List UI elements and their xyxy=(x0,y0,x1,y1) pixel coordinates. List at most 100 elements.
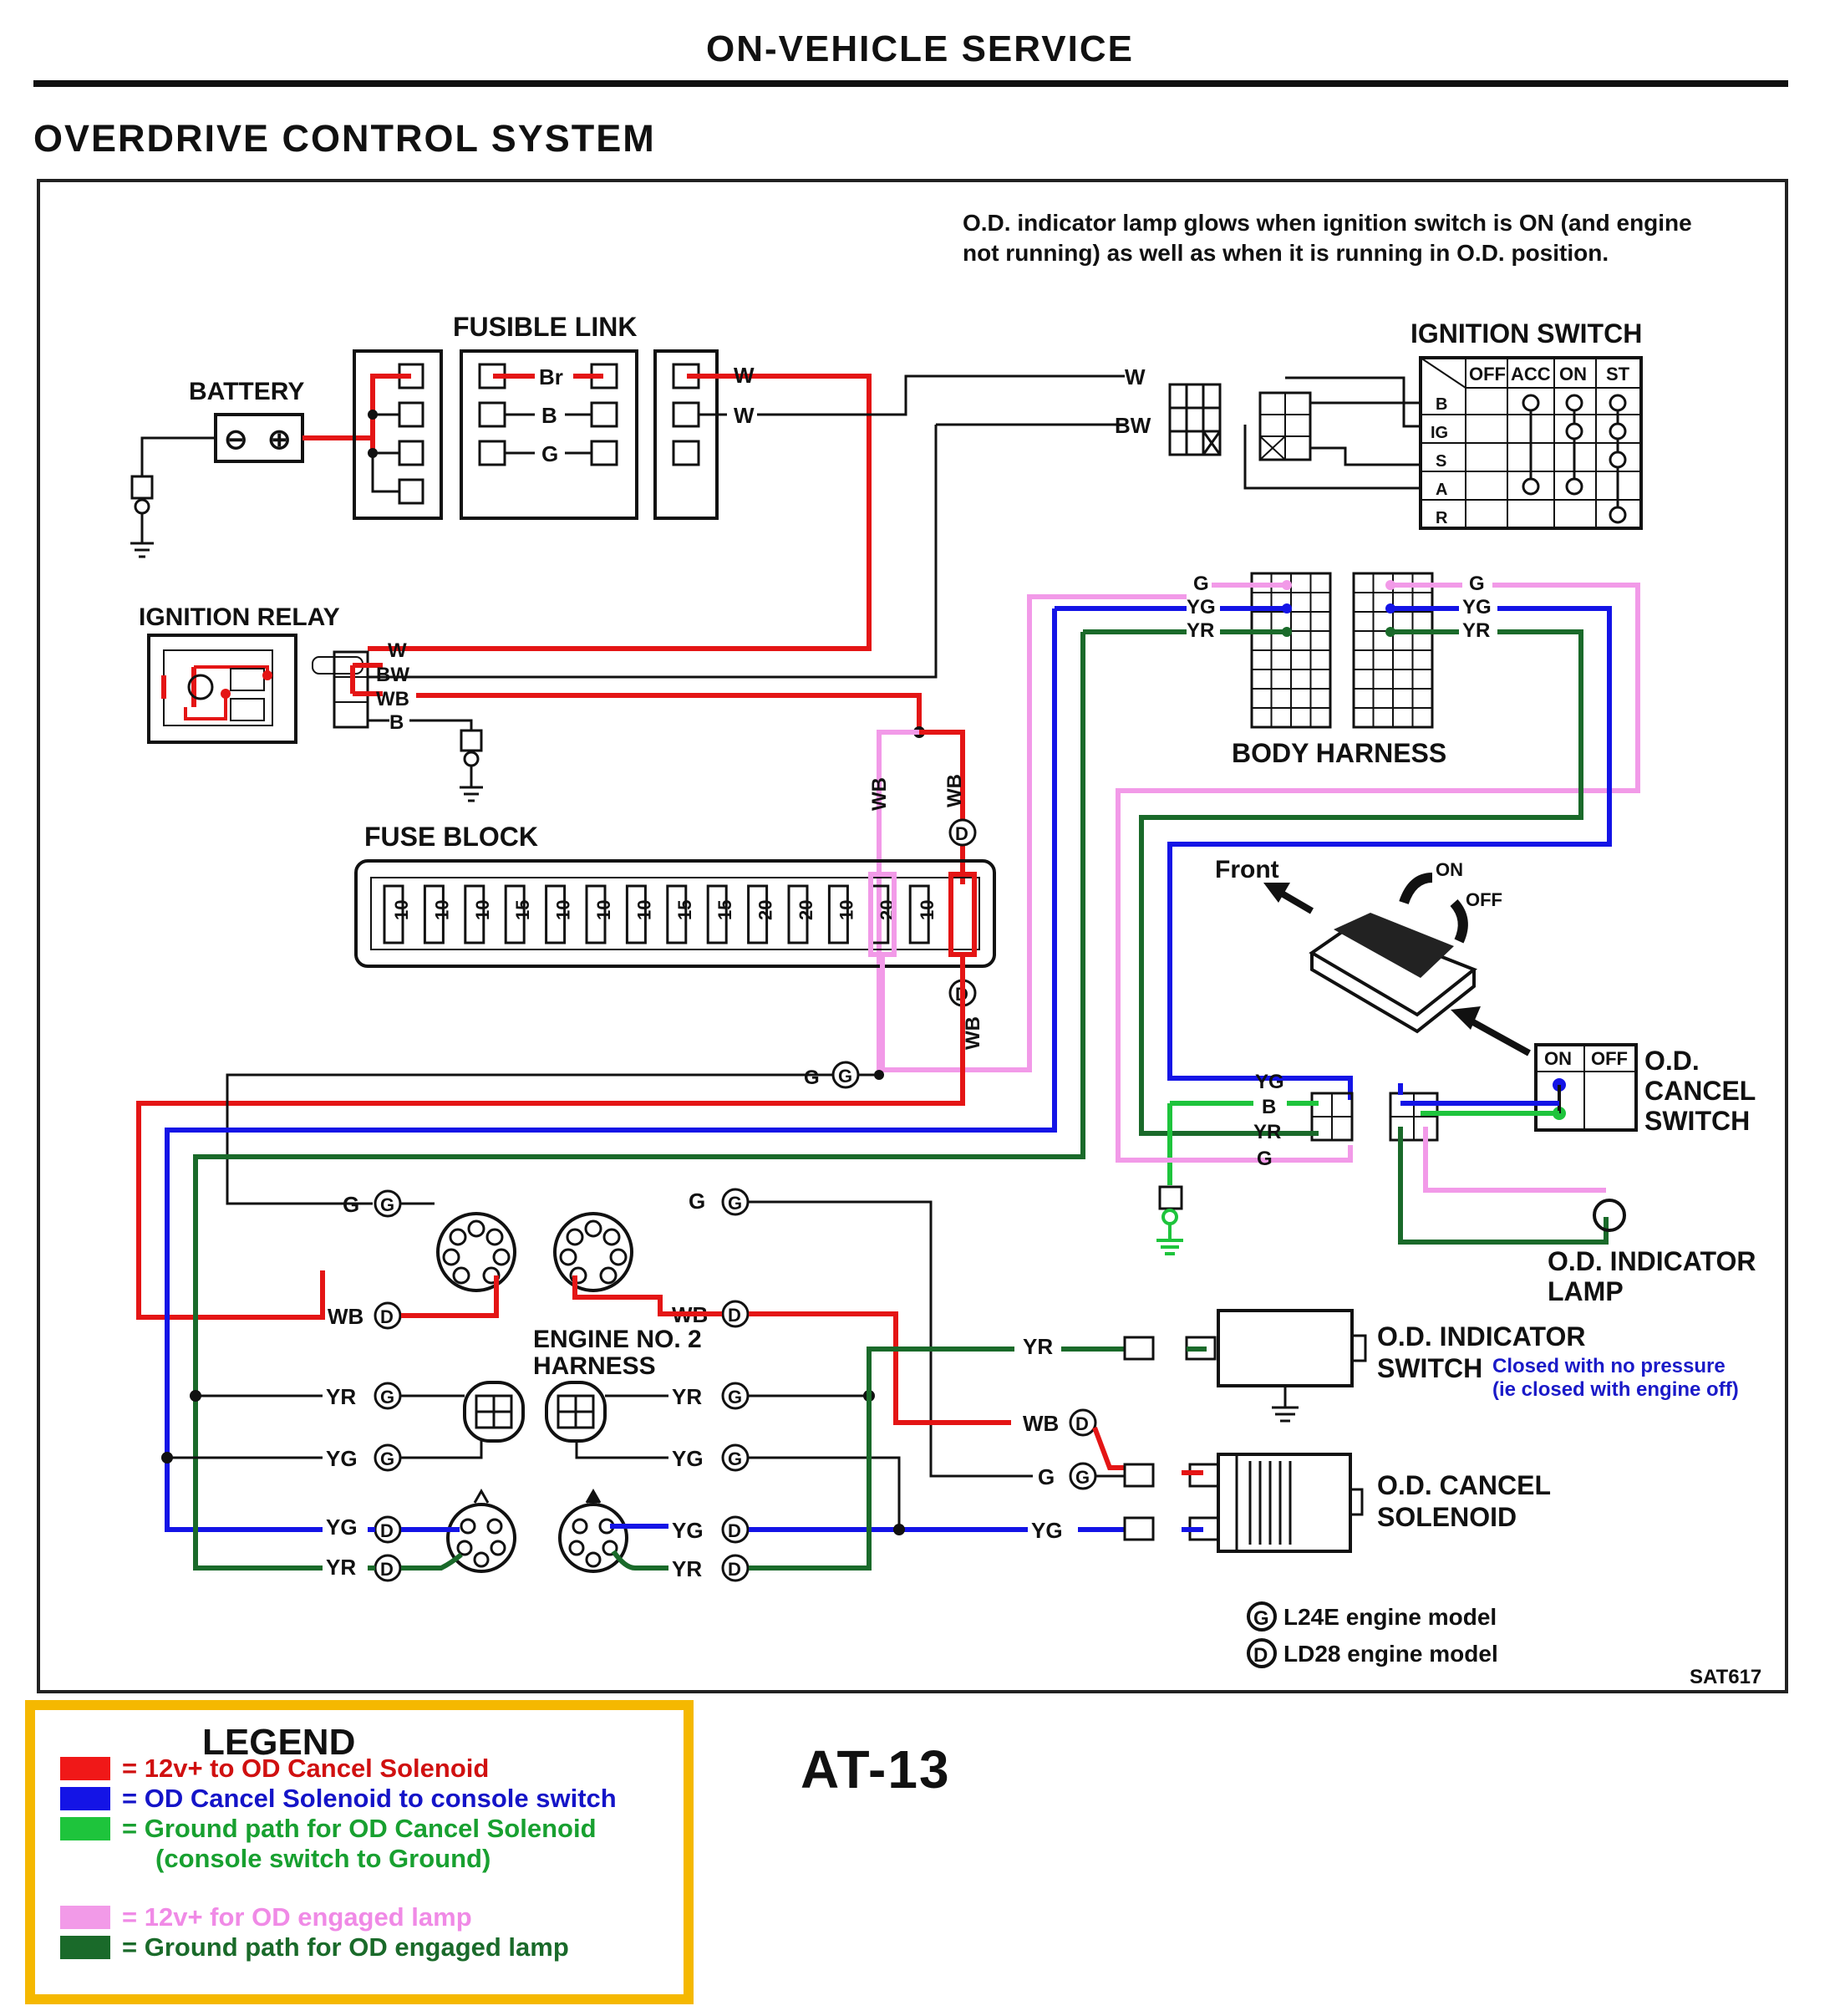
marker-d-5: D xyxy=(380,1559,394,1580)
legend-item: = Ground path for OD engaged lamp xyxy=(60,1932,569,1963)
od-indicator-lamp-label-2: LAMP xyxy=(1548,1276,1624,1306)
fuse-rating: 20 xyxy=(755,900,776,920)
relay-wb: WB xyxy=(376,688,409,710)
od-indicator-lamp-label-1: O.D. INDICATOR xyxy=(1548,1246,1756,1276)
fl-label-b: B xyxy=(541,403,557,428)
legend-text: = 12v+ for OD engaged lamp xyxy=(122,1902,472,1932)
ign-col-st: ST xyxy=(1606,364,1630,384)
note-line-2: not running) as well as when it is runni… xyxy=(963,240,1609,266)
od-cancel-switch-label-3: SWITCH xyxy=(1644,1106,1750,1136)
legend-text: = OD Cancel Solenoid to console switch xyxy=(122,1784,617,1813)
od-cancel-solenoid-body xyxy=(1217,1453,1352,1553)
battery-minus: ⊖ xyxy=(224,424,248,456)
legend-text: = Ground path for OD Cancel Solenoid xyxy=(122,1814,597,1843)
con-yg: YG xyxy=(1255,1071,1284,1093)
legend-swatch xyxy=(60,1787,110,1810)
od-switch-illustration xyxy=(1309,913,1477,1034)
on-label: ON xyxy=(1436,859,1463,880)
bh-yr-left: YR xyxy=(1187,619,1214,642)
od-indicator-switch-label-1: O.D. INDICATOR xyxy=(1377,1321,1585,1352)
legend-swatch xyxy=(60,1847,110,1871)
fuse xyxy=(625,884,647,944)
legend-box: LEGEND = 12v+ to OD Cancel Solenoid= OD … xyxy=(25,1700,694,2004)
bh-yr-right: YR xyxy=(1462,619,1490,642)
legend-item: (console switch to Ground) xyxy=(60,1844,490,1874)
lc-yg-d: YG xyxy=(326,1515,358,1540)
legend-item: = OD Cancel Solenoid to console switch xyxy=(60,1784,617,1814)
bh-yg-left: YG xyxy=(1187,596,1216,619)
lc-yr: YR xyxy=(326,1384,356,1409)
off-label: OFF xyxy=(1466,889,1502,910)
lc-yg: YG xyxy=(326,1446,358,1471)
wb-vert-2: WB xyxy=(943,774,966,807)
fuse-rating: 15 xyxy=(674,900,695,920)
fuse-block-label: FUSE BLOCK xyxy=(364,822,538,852)
fuse-rating: 10 xyxy=(633,900,654,920)
fuse-rating: 10 xyxy=(836,900,856,920)
fuse-rating: 10 xyxy=(593,900,614,920)
battery-label: BATTERY xyxy=(189,378,304,405)
header-rule xyxy=(33,80,1788,87)
od-cancel-solenoid-label-1: O.D. CANCEL xyxy=(1377,1470,1551,1500)
relay-b: B xyxy=(389,711,404,734)
key-d-text: LD28 engine model xyxy=(1283,1641,1498,1667)
fuse xyxy=(747,884,769,944)
ign-row-s: S xyxy=(1436,452,1446,471)
legend-item: = 12v+ to OD Cancel Solenoid xyxy=(60,1754,489,1784)
legend-text: = 12v+ to OD Cancel Solenoid xyxy=(122,1754,490,1783)
marker-g-2: G xyxy=(380,1194,394,1215)
engine-connector-left-top xyxy=(436,1212,516,1292)
ground-icon xyxy=(134,498,150,515)
od-cancel-switch-box xyxy=(1534,1043,1638,1132)
ignition-connector xyxy=(1168,383,1222,456)
ign-col-on: ON xyxy=(1559,364,1587,384)
ignition-relay-box xyxy=(147,634,297,744)
fusible-link-box-1 xyxy=(353,349,443,520)
lc-wb: WB xyxy=(328,1304,363,1329)
od-cancel-switch-label-2: CANCEL xyxy=(1644,1076,1756,1106)
engine-connector-right-top xyxy=(553,1212,633,1292)
fuse-rating: 20 xyxy=(795,900,816,920)
lc-yr-d: YR xyxy=(326,1555,356,1580)
fl-label-br: Br xyxy=(539,364,563,389)
fuse xyxy=(908,884,930,944)
rc-yg-d: YG xyxy=(672,1518,704,1543)
od-indicator-switch-label-2: SWITCH xyxy=(1377,1353,1482,1383)
key-g-marker: G xyxy=(1253,1607,1269,1630)
fuse xyxy=(666,884,688,944)
engine-harness-label-2: HARNESS xyxy=(533,1352,656,1380)
marker-g-6: G xyxy=(728,1387,742,1408)
od-switch-note-1: Closed with no pressure xyxy=(1492,1355,1726,1377)
sol-wb: WB xyxy=(1023,1411,1059,1436)
rc-yr-d: YR xyxy=(672,1556,702,1581)
legend-item: = 12v+ for OD engaged lamp xyxy=(60,1902,472,1932)
rc-g: G xyxy=(689,1189,705,1214)
page-header: ON-VEHICLE SERVICE xyxy=(706,28,1134,69)
od-switch-note-2: (ie closed with engine off) xyxy=(1492,1378,1739,1401)
od-cancel-switch-label-1: O.D. xyxy=(1644,1046,1700,1076)
fusible-link-box-2 xyxy=(460,349,638,520)
diagram-frame xyxy=(37,179,1788,1693)
fusible-link-label: FUSIBLE LINK xyxy=(453,312,637,342)
fuse-rating: 10 xyxy=(553,900,574,920)
legend-title: LEGEND xyxy=(202,1722,356,1763)
wire-code-w-2: W xyxy=(734,403,755,428)
marker-g-4: G xyxy=(380,1448,394,1469)
od-indicator-lamp-icon xyxy=(1593,1199,1626,1232)
key-g-text: L24E engine model xyxy=(1283,1604,1497,1630)
fuse-rating: 15 xyxy=(714,900,735,920)
marker-d-7: D xyxy=(728,1520,741,1541)
marker-d-4: D xyxy=(380,1520,394,1541)
sol-g: G xyxy=(1038,1464,1055,1489)
marker-d-8: D xyxy=(728,1559,741,1580)
ground-connector-battery xyxy=(130,475,154,500)
ign-row-b: B xyxy=(1436,395,1447,414)
ign-row-a: A xyxy=(1436,481,1447,499)
fuse xyxy=(827,884,849,944)
fuse xyxy=(423,884,445,944)
ods-yr: YR xyxy=(1023,1334,1053,1359)
marker-g-1: G xyxy=(838,1066,852,1087)
fuse xyxy=(787,884,809,944)
